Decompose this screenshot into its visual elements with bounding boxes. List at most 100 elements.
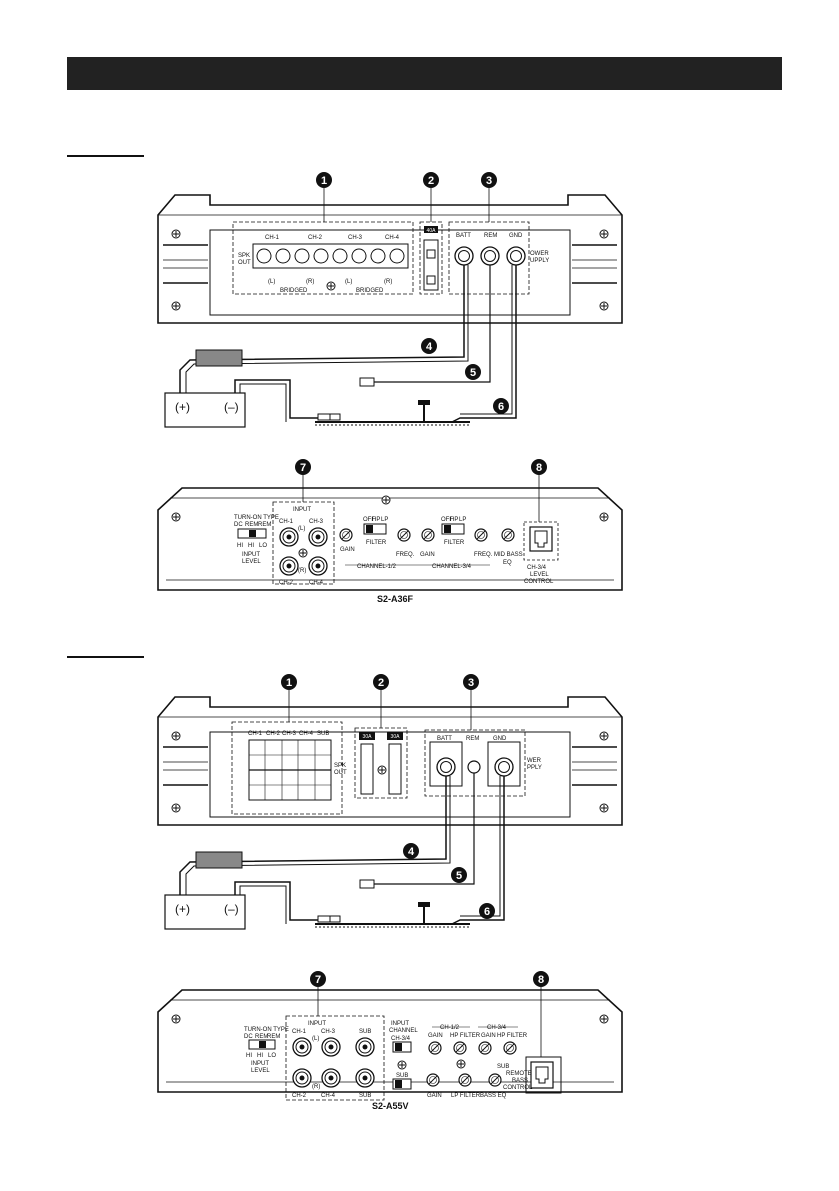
svg-text:6: 6: [498, 401, 504, 413]
freq-label-1: FREQ.: [396, 552, 415, 558]
svg-text:HI: HI: [246, 1053, 252, 1059]
gnd-terminal-1: [506, 246, 526, 266]
svg-text:SUB: SUB: [396, 1073, 408, 1079]
spk-out-label-2: OUT: [238, 260, 251, 266]
fuse-label-40a: 40A: [427, 228, 437, 234]
svg-text:7: 7: [315, 974, 321, 986]
amp1-top-panel: SPK OUT CH-1 CH-2 CH-3 CH-4 (L) (R) (L) …: [158, 195, 622, 323]
svg-text:CH-3/4: CH-3/4: [487, 1025, 507, 1031]
bridge-r-1: (R): [306, 279, 314, 285]
rem-label-1: REM: [484, 233, 497, 239]
gain-label-1: GAIN: [340, 547, 355, 553]
in-r-label: (R): [298, 568, 306, 574]
rem-terminal-1: [480, 246, 500, 266]
svg-text:INPUT: INPUT: [308, 1021, 326, 1027]
freq-label-2: FREQ.: [474, 552, 493, 558]
svg-text:REM: REM: [466, 736, 479, 742]
svg-text:(–): (–): [224, 902, 239, 916]
svg-text:LP: LP: [381, 517, 388, 523]
bridged-label-1: BRIDGED: [280, 288, 308, 294]
svg-text:1: 1: [321, 175, 327, 187]
svg-text:7: 7: [300, 462, 306, 474]
amp2-top-panel: CH-1 CH-2 CH-3 CH-4 SUB SPK OUT 30A 30A …: [158, 674, 622, 930]
speaker-terminal-grid: [248, 739, 332, 801]
svg-text:REM: REM: [267, 1034, 280, 1040]
svg-text:(R): (R): [312, 1084, 320, 1090]
svg-text:30A: 30A: [391, 734, 401, 740]
speaker-terminals: [256, 248, 405, 264]
svg-text:CH-3: CH-3: [282, 731, 297, 737]
amp2-front-panel: 7 8 INPUT CH-1 CH-3 SUB (L) (R) CH-2 CH-…: [158, 971, 622, 1111]
svg-text:INPUT: INPUT: [391, 1021, 409, 1027]
svg-text:OUT: OUT: [334, 770, 347, 776]
ch2-label: CH-2: [308, 235, 323, 241]
wiring-1: (+) (–) 4 5 6: [164, 265, 517, 428]
svg-text:OFF: OFF: [363, 517, 375, 523]
svg-text:GAIN: GAIN: [481, 1033, 496, 1039]
bridge-l-2: (L): [345, 279, 352, 285]
svg-text:CH-2: CH-2: [266, 731, 281, 737]
svg-text:PPLY: PPLY: [527, 765, 542, 771]
in-ch2-label: CH-2: [279, 580, 294, 586]
svg-text:BASS: BASS: [512, 1078, 528, 1084]
svg-text:CHANNEL: CHANNEL: [389, 1028, 418, 1034]
svg-text:LEVEL: LEVEL: [251, 1068, 270, 1074]
bridged-label-2: BRIDGED: [356, 288, 384, 294]
svg-text:GAIN: GAIN: [427, 1093, 442, 1099]
svg-text:5: 5: [470, 367, 476, 379]
svg-text:SPK: SPK: [334, 763, 346, 769]
power-supply-label-1: OWER: [530, 251, 549, 257]
svg-text:REM: REM: [258, 522, 271, 528]
svg-text:2: 2: [378, 677, 384, 689]
svg-text:(+): (+): [175, 902, 190, 916]
svg-text:3: 3: [468, 677, 474, 689]
svg-text:LP FILTER: LP FILTER: [451, 1093, 481, 1099]
in-ch1-label: CH-1: [279, 519, 294, 525]
svg-text:30A: 30A: [363, 734, 373, 740]
section-rule-1: [67, 155, 144, 157]
svg-text:CH-3/4: CH-3/4: [391, 1036, 411, 1042]
svg-text:HP: HP: [450, 517, 458, 523]
svg-text:DC: DC: [244, 1034, 253, 1040]
svg-text:HP FILTER: HP FILTER: [450, 1033, 481, 1039]
model-label-2: S2-A55V: [372, 1101, 409, 1111]
svg-text:CH-4: CH-4: [299, 731, 314, 737]
model-label-1: S2-A36F: [377, 594, 414, 604]
svg-text:INPUT: INPUT: [251, 1061, 269, 1067]
gnd-label-1: GND: [509, 233, 523, 239]
svg-text:INPUT: INPUT: [242, 552, 260, 558]
svg-text:HI: HI: [257, 1053, 263, 1059]
svg-text:5: 5: [456, 870, 462, 882]
svg-text:DC: DC: [234, 522, 243, 528]
svg-text:SUB: SUB: [317, 731, 329, 737]
svg-text:REMOTE: REMOTE: [506, 1071, 532, 1077]
battery-minus-1: (–): [224, 400, 239, 414]
callouts-top-1: 1 2 3: [316, 172, 497, 222]
header-bar: [67, 57, 782, 90]
section-rule-2: [67, 656, 144, 658]
svg-text:GAIN: GAIN: [428, 1033, 443, 1039]
svg-text:HP FILTER: HP FILTER: [497, 1033, 528, 1039]
svg-text:CH-3: CH-3: [321, 1029, 336, 1035]
filter-label-1: FILTER: [366, 540, 387, 546]
bridge-r-2: (R): [384, 279, 392, 285]
svg-text:REM: REM: [255, 1034, 268, 1040]
svg-text:CH-1: CH-1: [292, 1029, 307, 1035]
gain-label-2: GAIN: [420, 552, 435, 558]
svg-text:HI: HI: [248, 543, 254, 549]
svg-text:LEVEL: LEVEL: [242, 559, 261, 565]
svg-text:HP: HP: [372, 517, 380, 523]
svg-text:SUB: SUB: [497, 1064, 509, 1070]
channel34-label: CHANNEL-3/4: [432, 564, 472, 570]
filter-label-2: FILTER: [444, 540, 465, 546]
svg-text:GND: GND: [493, 736, 507, 742]
svg-text:CH-3/4: CH-3/4: [527, 565, 547, 571]
eq-label: EQ: [503, 560, 512, 566]
svg-text:SUB: SUB: [359, 1093, 371, 1099]
turn-on-type-1: TURN-ON TYPE: [234, 515, 279, 521]
svg-text:8: 8: [536, 462, 542, 474]
svg-text:(L): (L): [312, 1036, 319, 1042]
svg-text:6: 6: [484, 906, 490, 918]
svg-text:4: 4: [426, 341, 433, 353]
svg-text:2: 2: [428, 175, 434, 187]
